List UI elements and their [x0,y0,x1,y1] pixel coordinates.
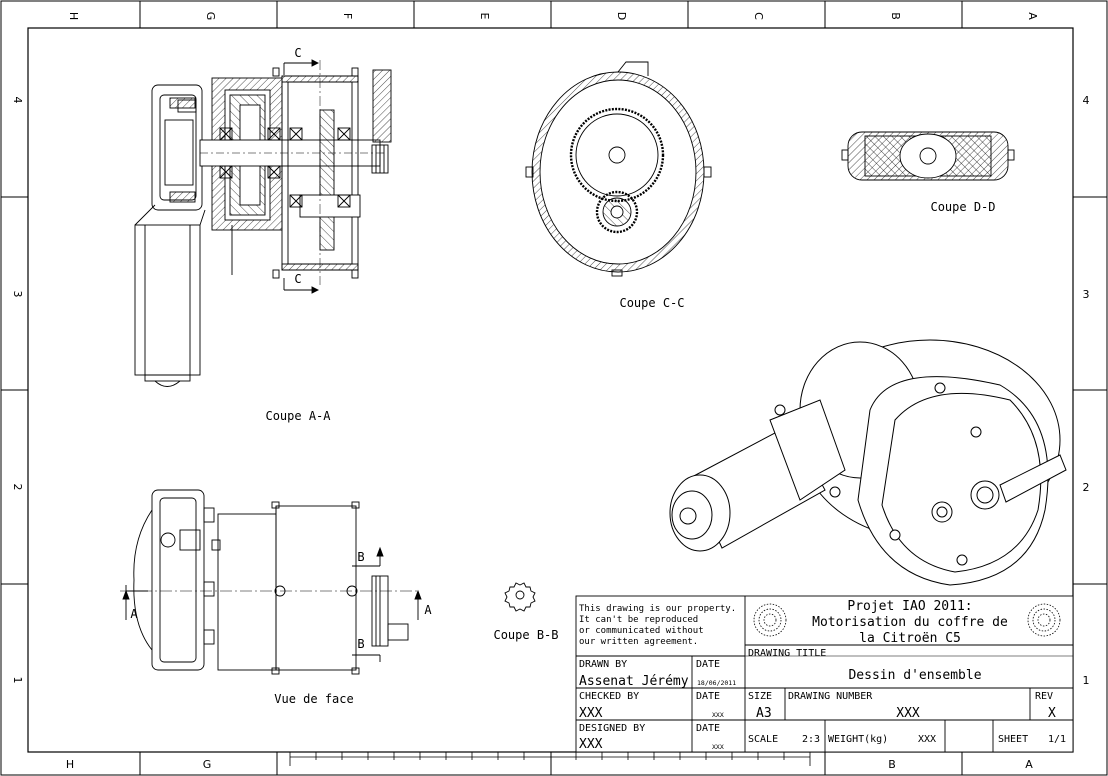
size-label: SIZE [748,691,772,702]
notice-line-1: This drawing is our property. [579,604,736,614]
scale-ruler [289,752,811,766]
zone-bottom-b: B [888,758,896,771]
zone-top-f: F [341,13,354,19]
label-coupe-a-a: Coupe A-A [265,409,331,423]
label-vue-de-face: Vue de face [274,692,353,706]
project-line-3: la Citroën C5 [859,631,961,646]
section-c-marker-bottom: C [294,272,301,286]
checked-by-label: CHECKED BY [579,691,639,702]
section-b-b-drawing [504,582,536,612]
weight-label: WEIGHT(kg) [828,734,888,745]
zone-left-3: 3 [11,291,24,298]
logo-emblem-right [1027,603,1061,637]
notice-line-3: or communicated without [579,626,704,636]
sheet-label: SHEET [998,734,1028,745]
drawn-by-label: DRAWN BY [579,659,627,670]
label-coupe-c-c: Coupe C-C [619,296,684,310]
scale-label: SCALE [748,734,778,745]
zone-right-3: 3 [1083,288,1090,301]
zone-right-2: 2 [1083,481,1090,494]
zone-top-h: H [67,12,80,20]
zone-bottom-h: H [66,758,74,771]
drawing-number-label: DRAWING NUMBER [788,691,873,702]
project-line-2: Motorisation du coffre de [812,615,1008,630]
isometric-assembly-view [669,339,1067,586]
section-b-marker-bottom: B [357,637,364,651]
checked-by-value: XXX [579,706,603,721]
checked-date-label: DATE [696,691,720,702]
label-coupe-b-b: Coupe B-B [493,628,558,642]
drawn-date-label: DATE [696,659,720,670]
notice-line-2: It can't be reproduced [579,615,698,625]
zone-top-g: G [204,12,217,21]
zone-left-4: 4 [11,97,24,104]
zone-top-e: E [478,13,491,20]
title-block [575,595,1074,753]
logo-emblem-left [753,603,787,637]
project-line-1: Projet IAO 2011: [847,599,972,614]
designed-by-label: DESIGNED BY [579,723,645,734]
zone-right-4: 4 [1083,94,1090,107]
checked-date-value: XXX [712,711,724,719]
zone-labels-left: 4 3 2 1 [11,97,24,684]
scale-value: 2:3 [802,734,820,745]
zone-top-d: D [615,12,628,20]
notice-line-4: our written agreement. [579,637,698,647]
section-c-c-drawing [525,61,712,277]
zone-right-1: 1 [1083,674,1090,687]
section-a-a-drawing [134,59,392,387]
sheet-value: 1/1 [1048,734,1066,745]
designed-date-label: DATE [696,723,720,734]
drawn-date-value: 18/06/2011 [697,679,736,687]
weight-value: XXX [918,734,936,745]
section-b-marker-top: B [357,550,364,564]
zone-bottom-g: G [203,758,212,771]
zone-labels-right: 4 3 2 1 [1083,94,1090,687]
section-d-d-drawing [841,131,1015,181]
section-a-marker-right: A [424,603,432,617]
drawing-title-label: DRAWING TITLE [748,648,826,659]
designed-by-value: XXX [579,737,603,752]
designed-date-value: XXX [712,743,724,751]
zone-left-1: 1 [11,677,24,684]
size-value: A3 [756,706,772,721]
rev-label: REV [1035,691,1053,702]
bearing-symbols [219,127,351,208]
section-a-marker-left: A [130,607,138,621]
title-block-text: This drawing is our property. It can't b… [579,599,1066,752]
drawing-number-value: XXX [896,706,920,721]
rev-value: X [1048,706,1056,721]
label-coupe-d-d: Coupe D-D [930,200,995,214]
zone-labels-bottom: H G B A [66,758,1033,771]
zone-labels-top: H G F E D C B A [67,12,1039,21]
zone-top-c: C [752,12,765,20]
drawing-title-value: Dessin d'ensemble [848,668,981,683]
drawn-by-value: Assenat Jérémy [579,674,689,689]
section-c-marker-top: C [294,46,301,60]
zone-left-2: 2 [11,484,24,491]
zone-bottom-a: A [1025,758,1033,771]
zone-top-b: B [889,12,902,20]
front-view-drawing [120,489,422,675]
zone-top-a: A [1026,12,1039,20]
